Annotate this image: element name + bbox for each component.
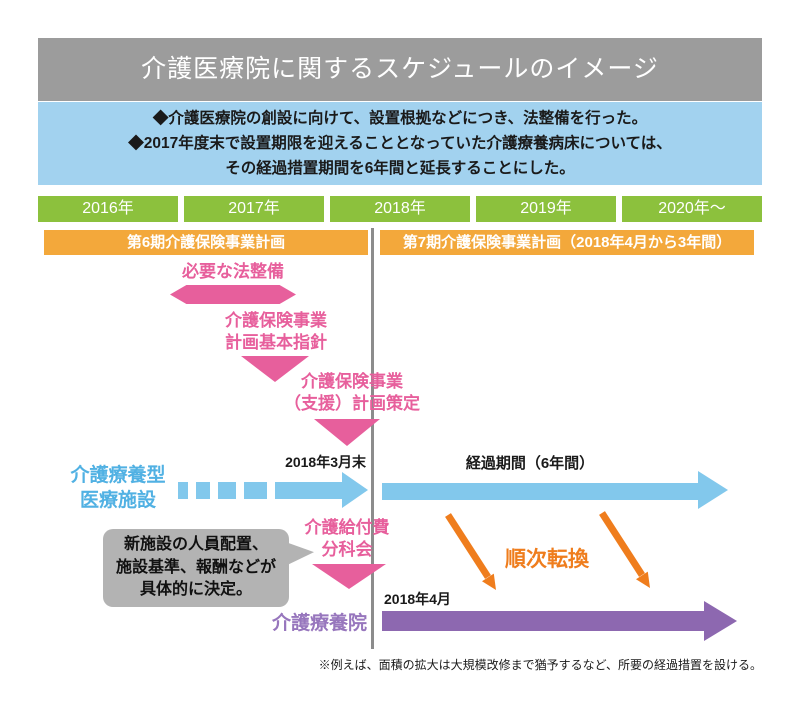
- guideline-label: 介護保険事業 計画基本指針: [196, 310, 356, 354]
- footnote: ※例えば、面積の拡大は大規模改修まで猶予するなど、所要の経過措置を設ける。: [318, 658, 762, 672]
- plan-bar-7th: 第7期介護保険事業計画（2018年4月から3年間）: [380, 230, 754, 255]
- subcommittee-label: 介護給付費 分科会: [267, 517, 427, 561]
- conversion-arrow: [599, 511, 650, 588]
- subcommittee-line: 介護給付費: [304, 518, 390, 537]
- arrow-dash: [244, 482, 267, 499]
- arrow-head: [698, 471, 728, 509]
- summary-line: その経過措置期間を6年間と延長することにした。: [225, 160, 575, 178]
- legal-label: 必要な法整備: [182, 262, 284, 281]
- subcommittee-line: 分科会: [321, 539, 373, 559]
- arrow-dash: [275, 482, 343, 499]
- transition-period-label: 経過期間（6年間）: [465, 455, 595, 472]
- arrow-bar: [382, 611, 704, 631]
- legal-double-arrow: [170, 285, 296, 304]
- subcommittee-down-triangle: [312, 564, 386, 589]
- year-bar-2020: 2020年〜: [622, 196, 762, 222]
- arrow-dash: [196, 482, 210, 499]
- sequential-conversion-arrows: [445, 511, 650, 590]
- summary-line: ◆2017年度末で設置期限を迎えることとなっていた介護療養病床については、: [128, 134, 672, 152]
- arrow-head: [342, 472, 368, 508]
- guideline-line: 介護保険事業: [225, 311, 327, 330]
- page-title: 介護医療院に関するスケジュールのイメージ: [38, 38, 762, 101]
- summary-box: ◆介護医療院の創設に向けて、設置根拠などにつき、法整備を行った。 ◆2017年度…: [38, 102, 762, 185]
- plan-bar-6th: 第6期介護保険事業計画: [44, 230, 368, 255]
- arrow-bar: [382, 483, 698, 500]
- april-2018-label: 2018年4月: [384, 591, 451, 607]
- arrow-dash: [178, 482, 188, 499]
- bubble-line: 施設基準、報酬などが: [115, 558, 276, 576]
- bubble-line: 具体的に決定。: [139, 581, 252, 599]
- plan-formulation-line: 介護保険事業: [301, 372, 403, 391]
- guideline-line: 計画基本指針: [225, 332, 327, 352]
- arrow-dash: [218, 482, 236, 499]
- summary-line: ◆介護医療院の創設に向けて、設置根拠などにつき、法整備を行った。: [152, 109, 648, 127]
- year-bar-2016: 2016年: [38, 196, 178, 222]
- speech-bubble: 新施設の人員配置、 施設基準、報酬などが 具体的に決定。: [103, 529, 289, 607]
- year-bar-2019: 2019年: [476, 196, 616, 222]
- old-facility-label: 介護療養型 医療施設: [58, 464, 178, 513]
- old-facility-line: 介護療養型: [70, 465, 166, 486]
- year-bar-2017: 2017年: [184, 196, 324, 222]
- new-facility-label: 介護療養院: [271, 613, 367, 634]
- sequential-conversion-label: 順次転換: [505, 548, 589, 571]
- plan-formulation-line: （支援）計画策定: [284, 393, 420, 413]
- old-facility-line: 医療施設: [79, 489, 156, 511]
- bubble-line: 新施設の人員配置、: [123, 536, 268, 554]
- year-bar-2018: 2018年: [330, 196, 470, 222]
- march-2018-label: 2018年3月末: [285, 454, 366, 470]
- timeline-divider: [371, 228, 374, 649]
- arrow-head: [704, 601, 737, 641]
- conversion-arrow: [445, 513, 496, 590]
- plan-formulation-label: 介護保険事業 （支援）計画策定: [272, 371, 432, 415]
